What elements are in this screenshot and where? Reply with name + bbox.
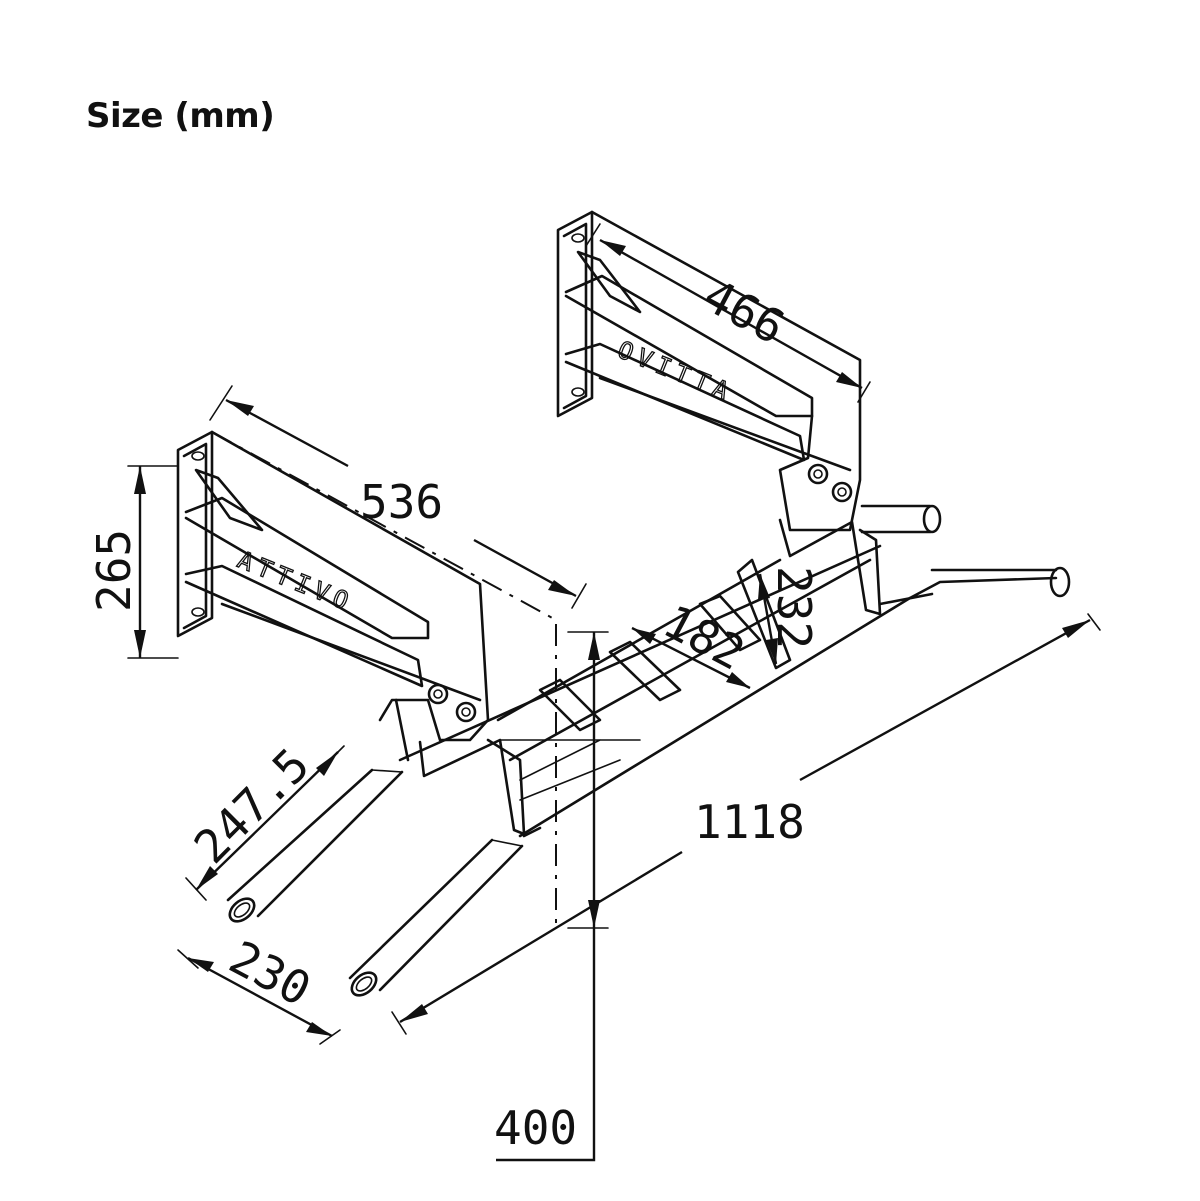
dim-232-label: 232 bbox=[767, 566, 821, 649]
dip-frame bbox=[226, 518, 1071, 997]
dim-1118-label: 1118 bbox=[694, 795, 805, 849]
dim-265-label: 265 bbox=[87, 529, 141, 612]
back-wall-bracket: OVITTA bbox=[556, 210, 942, 534]
back-brand-text: OVITTA bbox=[614, 336, 738, 408]
dimension-labels: 466 536 265 232 182 247.5 230 1118 400 bbox=[87, 268, 821, 1155]
dim-400-label: 400 bbox=[494, 1101, 577, 1155]
dim-536-label: 536 bbox=[360, 475, 443, 529]
dim-182-label: 182 bbox=[655, 594, 754, 681]
dimension-lines bbox=[127, 223, 1101, 1162]
dim-247-5-label: 247.5 bbox=[184, 738, 320, 874]
page-title: Size (mm) bbox=[86, 96, 275, 136]
dim-230-label: 230 bbox=[221, 930, 320, 1017]
